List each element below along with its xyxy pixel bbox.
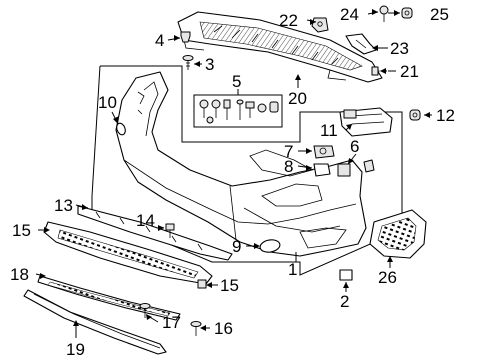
clip-22 [311, 17, 329, 33]
side-grille-26 [369, 209, 427, 259]
nut-12 [409, 109, 421, 121]
callout-1: 1 [288, 260, 297, 279]
callout-17: 17 [162, 313, 181, 332]
absorber-bracket [177, 11, 383, 83]
sensor-10 [116, 122, 126, 136]
callout-19: 19 [66, 340, 85, 359]
callout-25: 25 [430, 5, 449, 24]
lower-grille-15 [43, 221, 213, 285]
valance-18 [37, 275, 181, 321]
screw-24 [379, 5, 389, 22]
callout-9: 9 [232, 237, 241, 256]
clip-4 [180, 31, 191, 43]
callout-22: 22 [279, 11, 298, 30]
callout-3: 3 [205, 55, 214, 74]
callout-2: 2 [340, 292, 349, 311]
screw-14 [165, 223, 175, 238]
lip-molding-19 [23, 289, 167, 355]
clip-15b [197, 279, 207, 289]
holder-8 [313, 163, 331, 177]
callout-15-upper: 15 [12, 221, 31, 240]
grille-trim-13 [77, 205, 233, 261]
clip-6 [337, 159, 375, 177]
callout-10: 10 [98, 93, 117, 112]
callout-23: 23 [390, 39, 409, 58]
nut-25 [401, 7, 413, 19]
callout-26: 26 [378, 268, 397, 287]
fastener-kit [199, 99, 279, 124]
sensor-7 [313, 145, 335, 159]
callout-18: 18 [10, 265, 29, 284]
camera-bracket-11 [339, 107, 393, 137]
callout-16: 16 [214, 319, 233, 338]
callout-15-lower: 15 [220, 276, 239, 295]
callout-4: 4 [155, 31, 164, 50]
assembly-outline-left [91, 65, 101, 197]
callout-13: 13 [54, 196, 73, 215]
callout-14: 14 [136, 211, 155, 230]
tow-cover-9 [259, 239, 281, 253]
callout-6: 6 [350, 137, 359, 156]
callout-21: 21 [400, 62, 419, 81]
arrowheads [40, 9, 430, 331]
callout-labels: 1 2 3 4 5 6 7 8 9 10 11 12 13 14 15 15 1… [10, 5, 455, 359]
callout-7: 7 [284, 142, 293, 161]
callout-11: 11 [320, 121, 338, 140]
callout-8: 8 [284, 157, 293, 176]
callout-24: 24 [340, 5, 359, 24]
callout-5: 5 [232, 72, 241, 91]
callout-20: 20 [288, 89, 307, 108]
screw-16 [190, 321, 202, 336]
screw-3 [182, 55, 194, 70]
screw-17 [139, 303, 151, 318]
bumper-cover [115, 71, 367, 257]
callout-12: 12 [436, 106, 455, 125]
clip-2 [339, 269, 353, 281]
